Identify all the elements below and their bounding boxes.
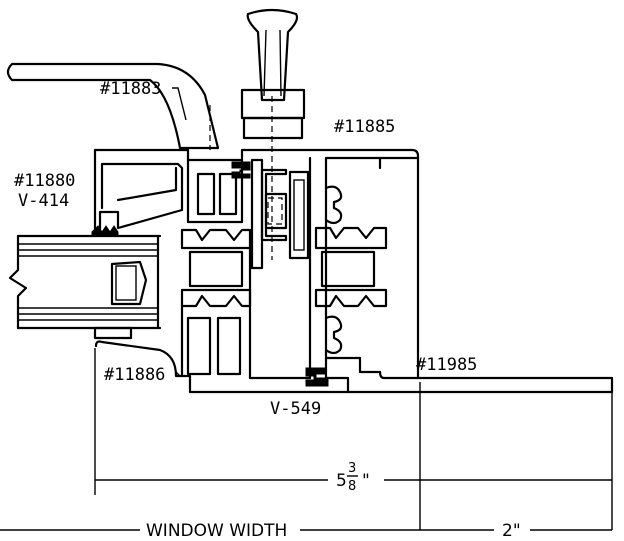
setting-block (93, 326, 133, 340)
sash-cavity-1 (196, 172, 216, 216)
sash-cavity-2 (218, 172, 238, 216)
label-v414: V-414 (18, 191, 69, 211)
jamb-cleat-top (324, 185, 343, 225)
glass-spacer (110, 260, 148, 306)
dim-overall-den: 8 (348, 479, 356, 494)
jamb-thermal-lower (314, 288, 388, 308)
dim-overall-whole: 5 (336, 471, 347, 491)
weatherstrip-core (293, 179, 305, 251)
label-11880: #11880 (14, 171, 75, 191)
dim-2in: 2" (502, 521, 521, 541)
interlock-stem (250, 158, 264, 270)
frame-sill (180, 304, 350, 394)
lever-edge-2 (279, 29, 282, 97)
label-11985: #11985 (416, 355, 477, 375)
gasket-v549 (305, 367, 329, 387)
sash-profile (186, 158, 244, 224)
lock-lever (246, 8, 299, 102)
lock-keeper (264, 192, 288, 230)
jamb-foot (324, 356, 382, 374)
label-11885: #11885 (334, 117, 395, 137)
lever-base (242, 116, 304, 140)
leader-11886 (175, 371, 181, 377)
label-11883: #11883 (100, 79, 161, 99)
dim-overall-num: 3 (348, 461, 356, 476)
sill-chamber-1 (186, 316, 212, 376)
dim-overall: 5 3 8 " (336, 461, 370, 494)
sash-handle (6, 62, 220, 150)
thermal-break-upper (180, 228, 252, 250)
leader-11883 (172, 87, 187, 121)
lock-keeper-hidden (267, 197, 283, 225)
frame-head (93, 148, 614, 394)
glazing-bead-inner (116, 166, 178, 202)
interlock-hook (260, 168, 288, 242)
gasket-top-left (231, 161, 251, 179)
label-v549: V-549 (270, 399, 321, 419)
jamb-chamber (320, 250, 376, 288)
thermal-break-lower (180, 288, 252, 308)
jamb-cleat-bottom (324, 315, 343, 355)
sill-chamber-2 (216, 316, 242, 376)
jamb-thermal-upper (314, 226, 388, 250)
frame-chamber (188, 250, 244, 288)
lever-mount (240, 88, 306, 120)
glass-break-line (8, 234, 28, 330)
weatherstrip-pile (288, 170, 310, 260)
glazing-gasket (91, 225, 119, 237)
label-11886: #11886 (104, 365, 165, 385)
lever-edge (263, 29, 267, 97)
glazing-bead-frame (93, 148, 184, 232)
sill-lip (94, 340, 184, 378)
dim-window-width: WINDOW WIDTH (146, 521, 287, 541)
dim-overall-unit: " (362, 471, 370, 491)
glass-spacer-inner (115, 265, 137, 301)
